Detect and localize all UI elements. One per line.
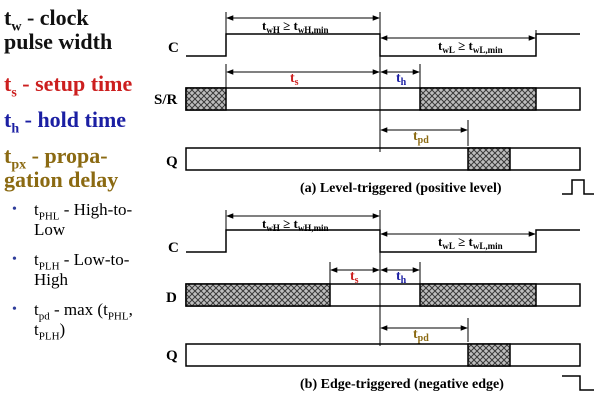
- d-undefined-region: [419, 283, 537, 307]
- bullet-icon: •: [12, 252, 17, 267]
- th-label: th: [396, 269, 407, 286]
- clock-label: C: [168, 240, 179, 256]
- diagram-b: C D Q twH ≥ twH,min twL ≥ twL,min ts th …: [166, 210, 594, 392]
- legend-panel: tw - clock pulse width ts - setup time t…: [4, 5, 133, 343]
- legend-tpx: tpx - propa- gation delay: [4, 143, 119, 192]
- twl-label: twL ≥ twL,min: [438, 38, 503, 55]
- input-label: S/R: [154, 92, 178, 108]
- legend-tw: tw - clock pulse width: [4, 5, 113, 54]
- twl-label: twL ≥ twL,min: [438, 234, 503, 251]
- negative-edge-icon: [562, 375, 594, 391]
- output-label: Q: [166, 348, 178, 364]
- clock-waveform: [186, 33, 580, 57]
- q-waveform: [185, 147, 581, 171]
- q-transition-region: [467, 343, 511, 367]
- caption-b: (b) Edge-triggered (negative edge): [300, 377, 504, 392]
- sr-undefined-region: [185, 87, 227, 111]
- twh-label: twH ≥ twH,min: [262, 216, 329, 233]
- positive-pulse-icon: [562, 179, 594, 195]
- sr-undefined-region: [419, 87, 537, 111]
- caption-a: (a) Level-triggered (positive level): [300, 181, 502, 196]
- diagram-a: C S/R Q twH ≥ twH,min twL ≥ twL,min ts t…: [154, 12, 594, 196]
- twh-label: twH ≥ twH,min: [262, 18, 329, 35]
- ts-label: ts: [290, 71, 299, 88]
- d-undefined-region: [185, 283, 331, 307]
- bullet-icon: •: [12, 202, 17, 217]
- input-label: D: [166, 290, 177, 306]
- th-label: th: [396, 71, 407, 88]
- clock-label: C: [168, 40, 179, 56]
- tpd-label: tpd: [413, 327, 429, 344]
- bullet-icon: •: [12, 302, 17, 317]
- tpd-label: tpd: [413, 129, 429, 146]
- clock-waveform: [186, 229, 580, 253]
- q-waveform: [185, 343, 581, 367]
- ts-label: ts: [350, 269, 359, 286]
- q-transition-region: [467, 147, 511, 171]
- output-label: Q: [166, 154, 178, 170]
- legend-ts: ts - setup time: [4, 71, 133, 101]
- legend-th: th - hold time: [4, 107, 127, 137]
